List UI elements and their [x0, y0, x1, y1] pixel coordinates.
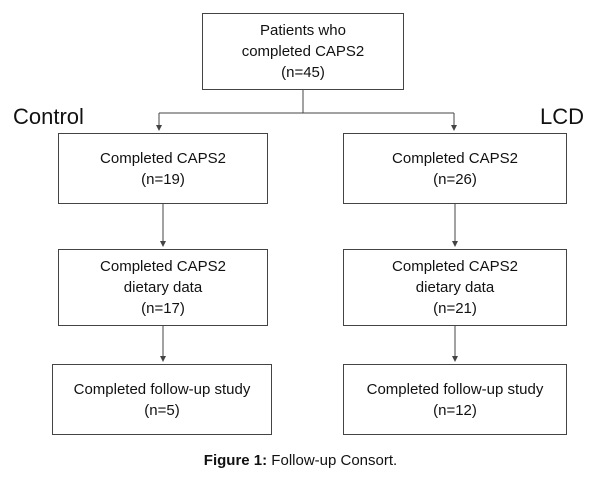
box-patients-completed-caps2: Patients who completed CAPS2 (n=45): [202, 13, 404, 90]
box-count: (n=45): [281, 64, 325, 81]
group-label-control: Control: [13, 104, 84, 129]
caption-text: Follow-up Consort.: [267, 452, 398, 469]
box-count: (n=12): [433, 401, 477, 419]
box-text-line: Completed CAPS2: [100, 258, 226, 275]
box-control-completed-caps2: Completed CAPS2 (n=19): [58, 133, 268, 204]
box-control-dietary-data: Completed CAPS2 dietary data (n=17): [58, 249, 268, 326]
box-count: (n=21): [433, 300, 477, 317]
group-label-lcd: LCD: [540, 104, 585, 129]
box-text-line: Completed follow-up study: [366, 380, 544, 398]
box-lcd-dietary-data: Completed CAPS2 dietary data (n=21): [343, 249, 567, 326]
box-text-line: Completed CAPS2: [392, 149, 518, 167]
box-count: (n=5): [144, 401, 180, 419]
box-text-line: Completed CAPS2: [100, 149, 226, 167]
box-lcd-follow-up-study: Completed follow-up study (n=12): [343, 364, 567, 435]
box-text-line: dietary data: [123, 279, 203, 296]
box-count: (n=19): [141, 170, 185, 188]
box-text-line: Completed CAPS2: [392, 258, 518, 275]
box-count: (n=26): [433, 170, 477, 188]
box-text-line: Completed follow-up study: [73, 380, 251, 398]
box-text-line: dietary data: [415, 279, 495, 296]
box-text-line: completed CAPS2: [241, 43, 365, 60]
figure-caption: Figure 1: Follow-up Consort.: [0, 451, 601, 471]
box-control-follow-up-study: Completed follow-up study (n=5): [52, 364, 272, 435]
caption-label: Figure 1:: [203, 452, 268, 469]
box-count: (n=17): [141, 300, 185, 317]
box-lcd-completed-caps2: Completed CAPS2 (n=26): [343, 133, 567, 204]
box-text-line: Patients who: [260, 22, 346, 39]
